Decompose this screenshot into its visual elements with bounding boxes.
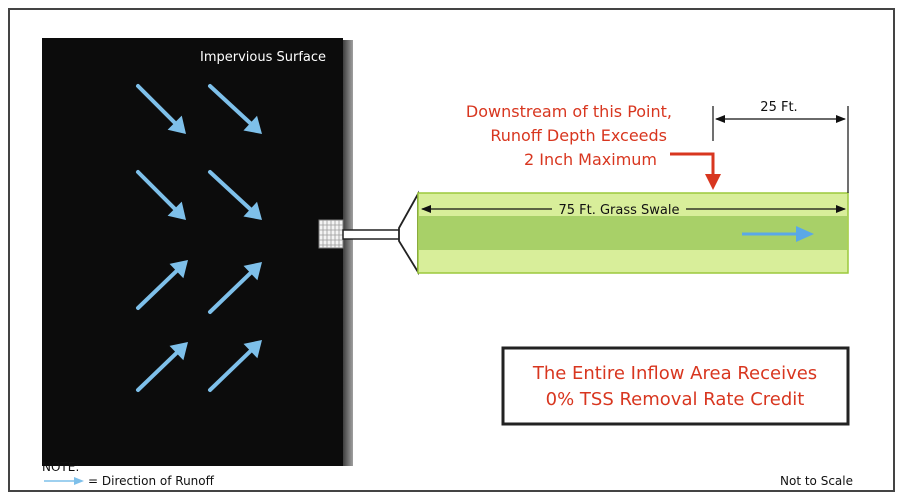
surface-label: Impervious Surface	[200, 50, 326, 65]
runoff-arrow-icon	[136, 260, 188, 310]
callout-line-3: 2 Inch Maximum	[524, 150, 657, 169]
inlet-grate-icon	[318, 219, 344, 249]
dimension-25ft-label: 25 Ft.	[760, 100, 797, 115]
result-line-2: 0% TSS Removal Rate Credit	[546, 389, 805, 410]
surface-edge	[341, 40, 353, 466]
runoff-arrow-icon	[136, 170, 186, 220]
runoff-arrow-icon	[136, 84, 186, 134]
note-title: NOTE:	[42, 460, 79, 474]
callout-line-2: Runoff Depth Exceeds	[490, 126, 667, 145]
legend-label: = Direction of Runoff	[88, 474, 215, 488]
runoff-arrow-icon	[208, 262, 262, 314]
result-line-1: The Entire Inflow Area Receives	[532, 363, 817, 384]
callout-line-1: Downstream of this Point,	[466, 102, 672, 121]
swale-label: 75 Ft. Grass Swale	[558, 203, 679, 218]
flared-end-section	[398, 190, 419, 276]
flow-arrow-icon	[742, 226, 814, 242]
runoff-arrow-icon	[208, 84, 262, 134]
red-bent-arrow-icon	[670, 152, 721, 190]
runoff-arrow-icon	[208, 170, 262, 220]
runoff-arrows	[136, 84, 262, 392]
scale-note: Not to Scale	[780, 474, 853, 488]
runoff-arrow-icon	[136, 342, 188, 392]
impervious-surface	[42, 38, 343, 466]
outlet-pipe	[342, 229, 402, 240]
runoff-arrow-icon	[44, 477, 84, 485]
runoff-arrow-icon	[208, 340, 262, 392]
result-box	[501, 346, 850, 426]
